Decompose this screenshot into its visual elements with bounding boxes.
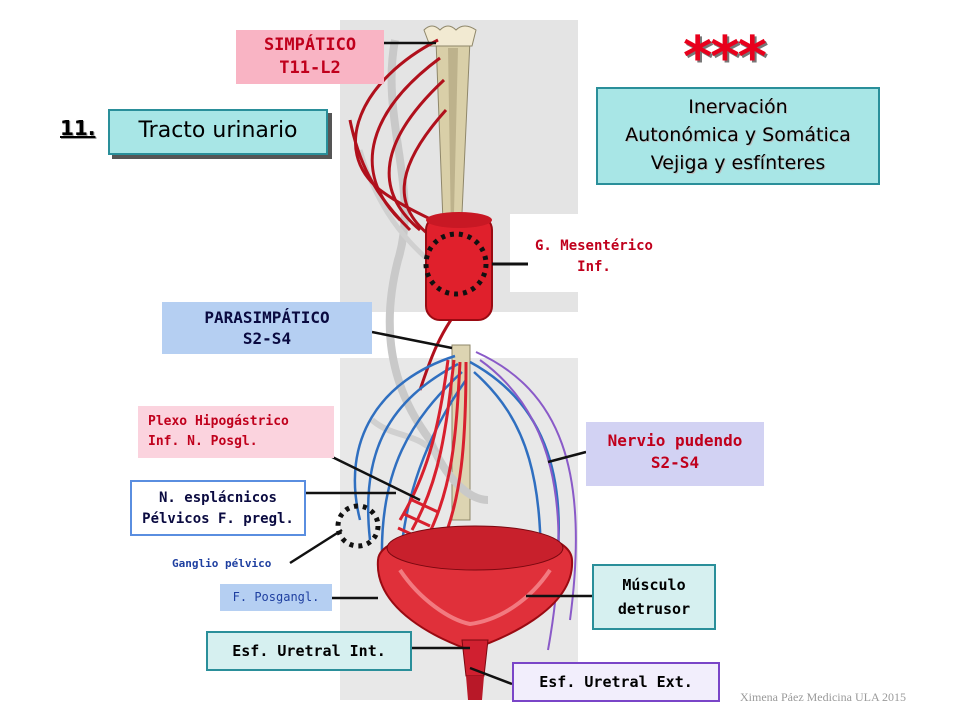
mesenteric-name: G. Mesentérico [534,238,653,254]
external-sphincter-label: Esf. Uretral Ext. [512,662,720,702]
autonomic-line-1: Inervación [688,96,788,118]
detrusor-line-1: Músculo [622,576,686,594]
splanchnic-line-2: Pélvicos F. pregl. [142,511,294,527]
pelvic-ganglion-circle [335,503,381,549]
plexus-line-1: Plexo Hipogástrico [148,414,289,429]
pelvic-splanchnic-label: N. esplácnicos Pélvicos F. pregl. [130,480,306,536]
sympathetic-segments: T11-L2 [279,58,341,78]
bladder-opening [386,525,564,571]
parasympathetic-segments: S2-S4 [242,329,292,348]
autonomic-line-3: Vejiga y esfínteres [650,152,826,174]
spinal-cord-shading [448,48,458,296]
background-nerves-3 [370,417,443,462]
postganglionic-label: F. Posgangl. [220,584,332,611]
detrusor-label: Músculo detrusor [592,564,716,630]
mesenteric-ganglion [425,215,493,321]
internal-sphincter-label: Esf. Uretral Int. [206,631,412,671]
autonomic-line-2: Autonómica y Somática [625,124,851,146]
parasympathetic-label: PARASIMPÁTICO S2-S4 [162,302,372,354]
sympathetic-label: SIMPÁTICO T11-L2 [236,30,384,84]
mesenteric-label: G. Mesentérico Inf. [508,236,680,278]
mesenteric-circle [423,231,489,297]
pudendal-nerve-label: Nervio pudendo S2-S4 [586,422,764,486]
credit-text: Ximena Páez Medicina ULA 2015 [740,690,906,704]
title-box: Tracto urinario [108,109,328,155]
pudendal-name: Nervio pudendo [607,431,743,450]
mesenteric-suffix: Inf. [577,259,611,275]
splanchnic-line-1: N. esplácnicos [158,490,277,506]
parasympathetic-name: PARASIMPÁTICO [204,308,330,327]
pointer-lines [289,41,592,686]
stars-mark: *** [683,25,767,90]
hypogastric-plexus-label: Plexo Hipogástrico Inf. N. Posgl. [138,406,334,458]
plexus-line-2: Inf. N. Posgl. [148,434,258,449]
bladder-inner [398,568,552,627]
mesenteric-ganglion-top [426,212,492,228]
section-number: 11. [60,116,96,140]
pudendal-segments: S2-S4 [650,453,700,472]
sympathetic-name: SIMPÁTICO [263,35,357,55]
pelvic-ganglion-label: Ganglio pélvico [172,557,272,570]
panel-cutout [510,214,580,292]
urethra-ext [466,676,484,700]
detrusor-line-2: detrusor [617,600,691,618]
page-title: Tracto urinario [138,118,298,143]
autonomic-innervation-box: Inervación Autonómica y Somática Vejiga … [596,87,880,185]
